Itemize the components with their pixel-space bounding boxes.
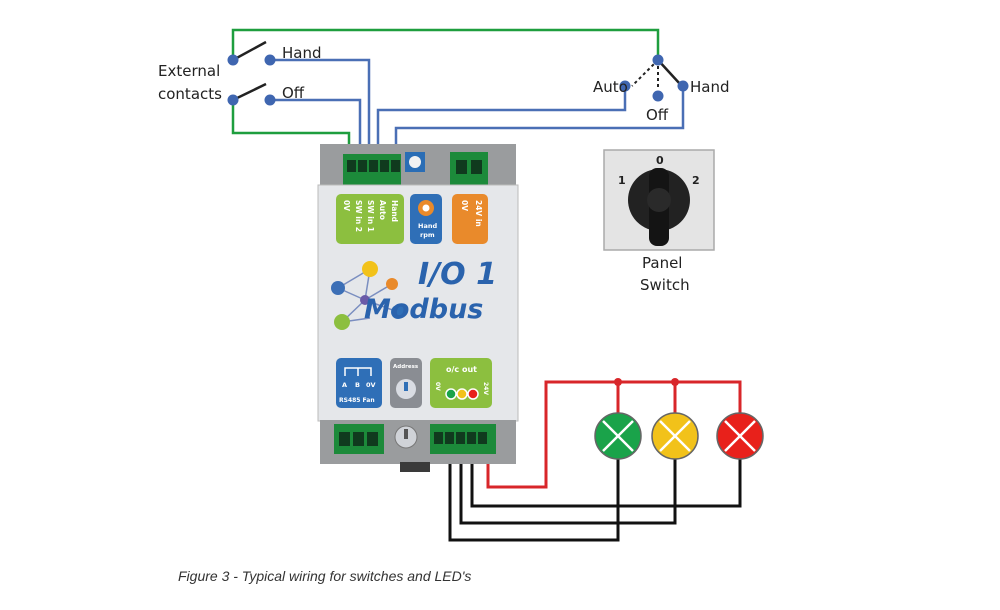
modbus-logo: I/O 1 Modbus [331, 257, 497, 330]
oc-out-0v: 0V [434, 382, 441, 391]
contact-off-label: Off [282, 84, 305, 102]
panel-switch-label-line1: Panel [642, 254, 682, 272]
dial-0: 0 [656, 154, 664, 167]
selector-auto-label: Auto [593, 78, 628, 96]
dial-1: 1 [618, 174, 626, 187]
oc-out-label: o/c out [446, 365, 477, 374]
selector-off-label: Off [646, 106, 669, 124]
inputs-panel-labels: 0V SW in 2 SW in 1 Auto Hand [342, 200, 399, 232]
rs485-0v: 0V [366, 381, 376, 389]
black-wires [448, 444, 742, 542]
hand-rpm-label: rpm [420, 231, 435, 239]
contact-hand-label: Hand [282, 44, 322, 62]
input-label: Auto [378, 200, 387, 220]
address-label: Address [393, 364, 419, 370]
contact-node [227, 94, 239, 106]
power-label: 24V in [474, 200, 483, 227]
hand-rpm-panel [410, 194, 442, 244]
external-label-line1: External [158, 62, 220, 80]
led-group [594, 412, 764, 460]
rs485-b: B [355, 381, 360, 389]
contact-node [264, 54, 276, 66]
input-label: SW in 2 [354, 200, 363, 232]
led-indicator [594, 412, 642, 460]
dial-2: 2 [692, 174, 700, 187]
power-panel [452, 194, 488, 244]
power-terminal-block [450, 152, 488, 186]
io-module: 0V SW in 2 SW in 1 Auto Hand Hand rpm 0V… [317, 144, 519, 472]
rs485-a: A [342, 381, 347, 389]
panel-switch-label-line2: Switch [640, 276, 690, 294]
device-subtitle: Modbus [364, 294, 483, 325]
inputs-panel [336, 194, 404, 244]
contact-node [227, 54, 239, 66]
selector-hand-label: Hand [690, 78, 730, 96]
input-label: Hand [390, 200, 399, 222]
led-indicator [716, 412, 764, 460]
hand-rpm-label: Hand [418, 222, 437, 230]
input-label: SW in 1 [366, 200, 375, 232]
panel-switch: 0 1 2 Panel Switch [603, 149, 715, 294]
oc-out-24v: 24V [482, 382, 489, 395]
power-label: 0V [460, 200, 469, 211]
device-title: I/O 1 [418, 257, 497, 292]
rs485-label: RS485 Fan [339, 397, 375, 404]
contact-node [264, 94, 276, 106]
external-label-line2: contacts [158, 85, 222, 103]
input-label: 0V [342, 200, 351, 211]
led-indicator [651, 412, 699, 460]
figure-caption: Figure 3 - Typical wiring for switches a… [178, 568, 472, 584]
external-contacts: External contacts Hand Off [158, 40, 322, 106]
red-wire [486, 378, 742, 489]
selector-switch: Auto Hand Off [593, 54, 730, 124]
